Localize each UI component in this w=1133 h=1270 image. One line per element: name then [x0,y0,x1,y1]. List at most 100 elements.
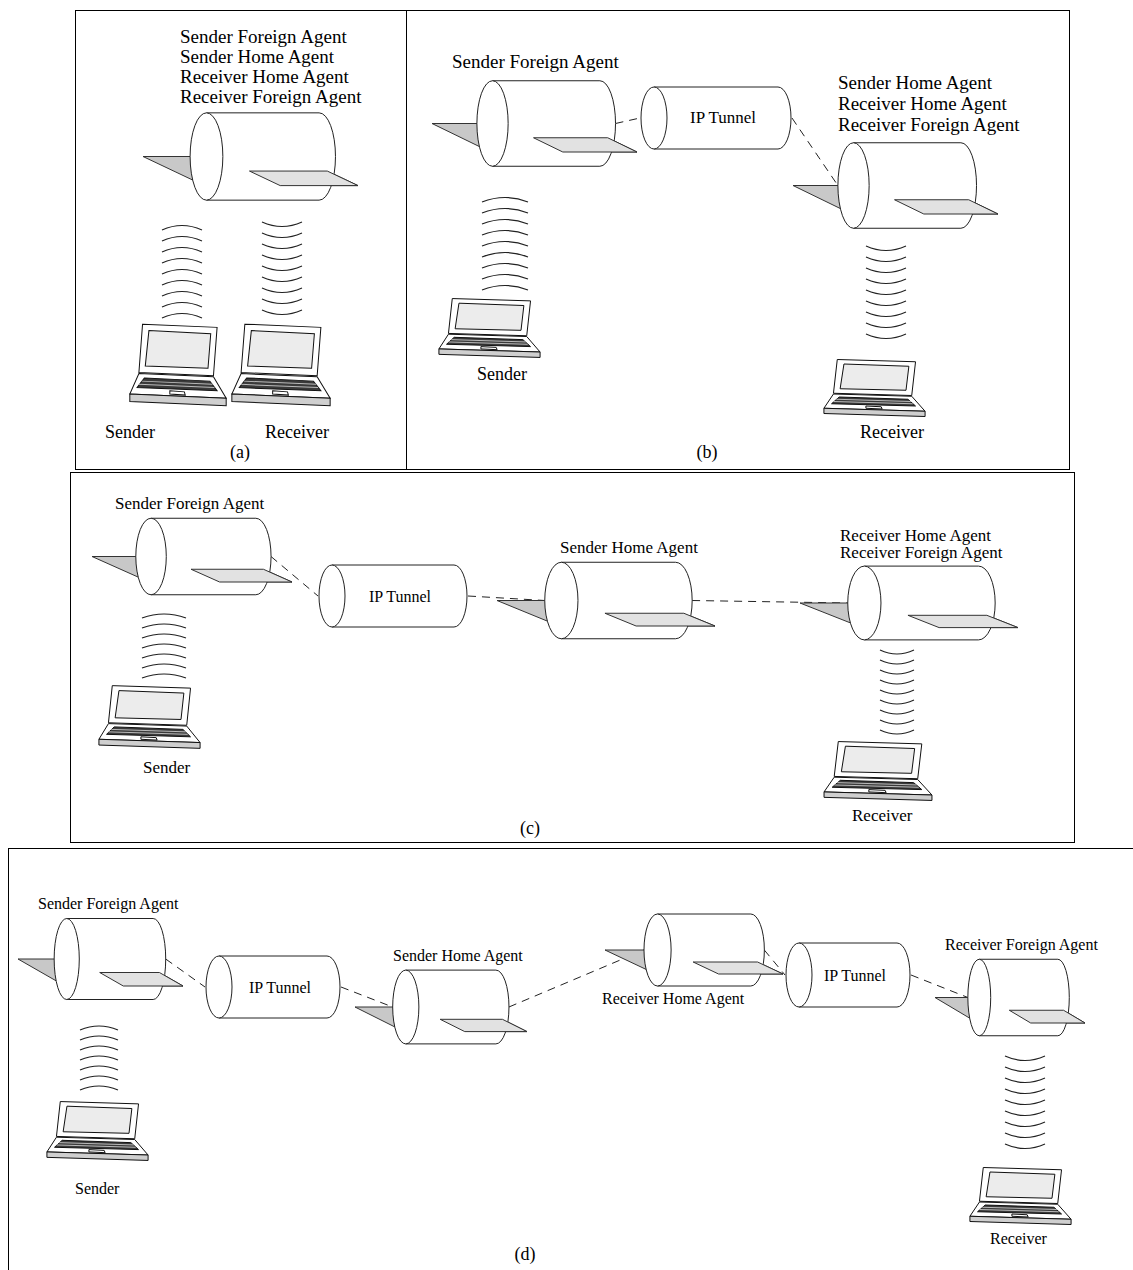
router-plane-front [605,613,715,626]
radio-waves [880,650,914,734]
laptop-keyboard [832,780,922,789]
tunnel-end [319,565,345,627]
tunnel-link [615,118,640,124]
router-cylinder [493,81,616,167]
router-cylinder-end [968,959,991,1036]
host-label: Sender [477,364,527,385]
tunnel-link [792,118,838,186]
host-label: Sender [75,1180,119,1198]
laptop-touchpad [1012,1214,1028,1217]
laptop-keyboard [447,337,531,346]
router-cylinder [406,970,509,1044]
laptop-keys [834,783,919,788]
router-cylinder [206,113,335,200]
laptop-front [99,739,200,748]
laptop-screen [115,691,184,720]
tunnel-label: IP Tunnel [249,978,311,997]
ip-tunnel: IP Tunnel [785,942,911,1008]
laptop-icon [128,322,228,408]
laptop-keyboard [239,378,321,391]
laptop-icon [97,684,202,750]
laptop-screen [455,303,524,330]
tunnel-label: IP Tunnel [690,108,756,128]
agent-router: Sender Foreign Agent [18,895,183,1004]
radio-waves [262,222,302,315]
radio-waves [162,226,202,319]
router-plane-front [249,171,358,186]
host-label: Receiver [860,422,924,443]
laptop-screen [986,1172,1055,1198]
agent-label: Sender Home Agent [180,47,334,67]
tunnel-link [468,596,545,601]
laptop-keyboard [137,378,217,391]
tunnel-link [911,975,968,998]
agent-label: Receiver Foreign Agent [945,936,1098,953]
router-cylinder [67,919,166,1000]
router-icon [935,955,1085,1040]
agent-label: Sender Foreign Agent [38,895,178,912]
laptop-front [970,1216,1071,1224]
agent-label: Sender Home Agent [560,539,698,556]
router-cylinder [561,562,692,639]
host-label: Sender [143,758,190,778]
laptop-keys [979,1207,1058,1212]
router-cylinder-end [848,566,881,640]
tunnel-label: IP Tunnel [824,966,886,985]
laptop-touchpad [869,790,886,793]
router-cylinder-end [644,914,671,986]
laptop-icon [822,358,927,418]
laptop-front [232,394,330,406]
scenario-panel: (c)Sender Foreign AgentIP TunnelSender H… [70,472,1075,843]
router-plane-front [895,200,998,214]
mobile-host: Sender [437,297,542,385]
agent-label: Sender Home Agent [838,72,992,93]
laptop-touchpad [866,406,882,409]
laptop-icon [822,740,934,802]
laptop-screen [841,746,914,773]
mobile-host: Receiver [230,322,332,443]
router-plane-front [191,569,292,582]
agent-router: Sender Home Agent [497,539,715,643]
agent-label: Receiver Foreign Agent [840,544,1002,561]
router-icon [92,514,292,599]
agent-router: Sender Home AgentReceiver Home AgentRece… [793,72,1020,233]
laptop-keyboard [107,727,191,737]
laptop-screen [248,331,315,369]
router-cylinder-end [477,81,508,167]
router-cylinder-end [190,113,223,200]
agent-router: Sender Foreign AgentSender Home AgentRec… [143,27,362,205]
agent-label: Receiver Home Agent [840,527,991,544]
radio-waves [142,614,186,678]
ip-tunnel: IP Tunnel [318,564,468,628]
host-label: Receiver [990,1230,1047,1248]
router-cylinder [864,566,995,640]
agent-label: Sender Foreign Agent [452,52,619,72]
laptop-lid [834,742,922,779]
laptop-front [824,792,932,801]
laptop-icon [968,1166,1073,1226]
radio-waves [80,1026,118,1090]
laptop-front [824,408,925,416]
router-cylinder-end [545,562,578,639]
tunnel-end [206,956,232,1018]
router-icon [793,138,998,233]
agent-router: Sender Home Agent [355,947,527,1048]
laptop-lid [448,299,530,336]
laptop-front [130,394,226,406]
panel-letter: (d) [515,1243,536,1265]
agent-label: Receiver Foreign Agent [180,87,362,107]
agent-label: Sender Foreign Agent [180,27,347,47]
router-plane-front [100,973,183,987]
tunnel-end [641,87,667,149]
router-cylinder-end [393,970,419,1044]
agent-label: Receiver Home Agent [602,990,744,1007]
laptop-touchpad [481,347,497,350]
laptop-touchpad [170,391,185,395]
host-label: Receiver [265,422,329,443]
laptop-lid [833,360,915,396]
laptop-keyboard [978,1205,1062,1214]
router-icon [432,76,637,171]
scenario-panel: (b)Sender Foreign AgentIP TunnelSender H… [407,10,1070,470]
laptop-icon [230,322,332,408]
tunnel-end [786,943,812,1007]
